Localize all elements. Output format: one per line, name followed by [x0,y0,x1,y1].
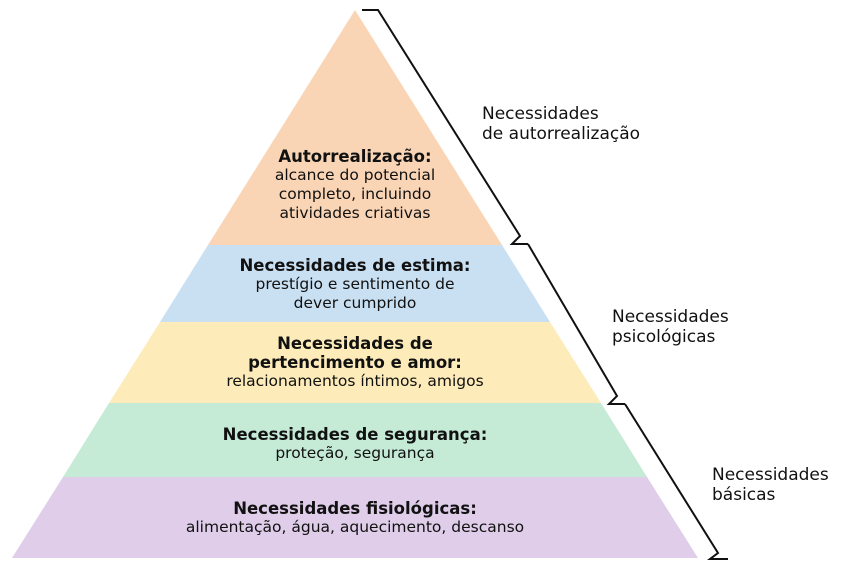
group-label-line: Necessidades [712,465,829,485]
layer-desc-line: alcance do potencial [274,166,436,184]
layer-desc-line: relacionamentos íntimos, amigos [226,372,484,390]
layer-physiological [12,477,698,558]
layer-text-safety: Necessidades de segurança: proteção, seg… [130,425,580,463]
group-label-line: Necessidades [612,307,729,327]
layer-title: Necessidades fisiológicas: [233,499,477,518]
bracket-self-actualization [362,9,528,245]
layer-safety [63,403,647,477]
layer-desc-line: dever cumprido [293,294,417,312]
layer-title: Necessidades de segurança: [222,425,488,444]
layer-desc-line: alimentação, água, aquecimento, descanso [185,518,525,536]
bracket-psychological [527,243,625,405]
group-label-line: Necessidades [482,104,599,124]
layer-text-esteem: Necessidades de estima: prestígio e sent… [185,256,525,313]
layer-text-physiological: Necessidades fisiológicas: alimentação, … [105,499,605,537]
group-label-basic: Necessidades básicas [712,465,829,505]
layer-text-self-actualization: Autorrealização: alcance do potencial co… [205,147,505,223]
layer-title: Necessidades de [277,334,433,353]
layer-desc-line: prestígio e sentimento de [255,275,455,293]
layer-title: pertencimento e amor: [248,353,462,372]
layer-desc-line: completo, incluindo [278,185,432,203]
group-label-psychological: Necessidades psicológicas [612,307,729,347]
layer-desc-line: proteção, segurança [275,444,435,462]
layer-self-actualization [208,10,502,245]
group-label-line: psicológicas [612,327,716,347]
group-label-line: básicas [712,485,776,505]
layer-title: Necessidades de estima: [239,256,471,275]
bracket-basic [624,403,728,560]
layer-esteem [160,245,550,322]
group-label-line: de autorrealização [482,124,641,144]
group-label-self-actualization: Necessidades de autorrealização [482,104,640,144]
layer-belonging [109,322,601,403]
layer-desc-line: atividades criativas [279,204,431,222]
layer-title: Autorrealização: [278,147,432,166]
layer-text-belonging: Necessidades de pertencimento e amor: re… [165,334,545,391]
